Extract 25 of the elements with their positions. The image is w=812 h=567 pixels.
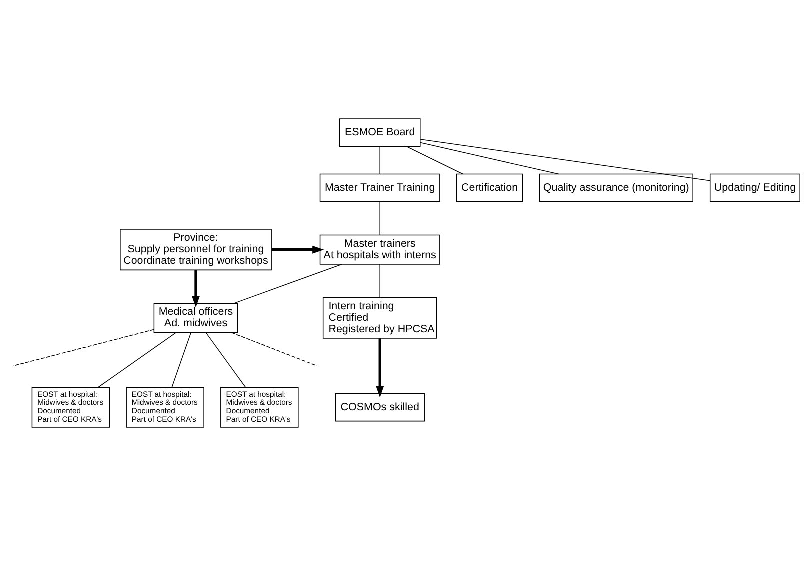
- arrow: [192, 270, 200, 308]
- connector: [172, 332, 192, 388]
- node-box: COSMOs skilled: [335, 392, 425, 422]
- node-box: ESMOE Board: [339, 118, 421, 147]
- node-box: Province: Supply personnel for training Coordinate training workshops: [120, 228, 272, 270]
- node-box: Intern training Certified Registered by HPCSA: [322, 296, 438, 338]
- connector: [231, 332, 318, 366]
- node-box: EOST at hospital: Midwives & doctors Documented Part of CEO KRA's: [220, 386, 299, 428]
- node-box: EOST at hospital: Midwives & doctors Documented Part of CEO KRA's: [32, 386, 110, 428]
- node-box: Master trainers At hospitals with interns: [320, 234, 440, 264]
- node-box: Medical officers Ad. midwives: [154, 302, 238, 333]
- connector: [406, 146, 464, 174]
- connector: [420, 142, 560, 174]
- arrow: [376, 338, 384, 398]
- node-box: Updating/ Editing: [710, 173, 800, 202]
- node-box: Quality assurance (monitoring): [539, 173, 694, 202]
- arrow: [272, 245, 324, 254]
- connector: [98, 332, 177, 388]
- connector: [420, 138, 711, 181]
- node-box: Master Trainer Training: [320, 173, 440, 202]
- connector: [206, 332, 246, 388]
- node-box: EOST at hospital: Midwives & doctors Documented Part of CEO KRA's: [126, 386, 204, 428]
- node-box: Certification: [456, 173, 524, 202]
- connector: [13, 328, 154, 366]
- connector: [234, 264, 342, 304]
